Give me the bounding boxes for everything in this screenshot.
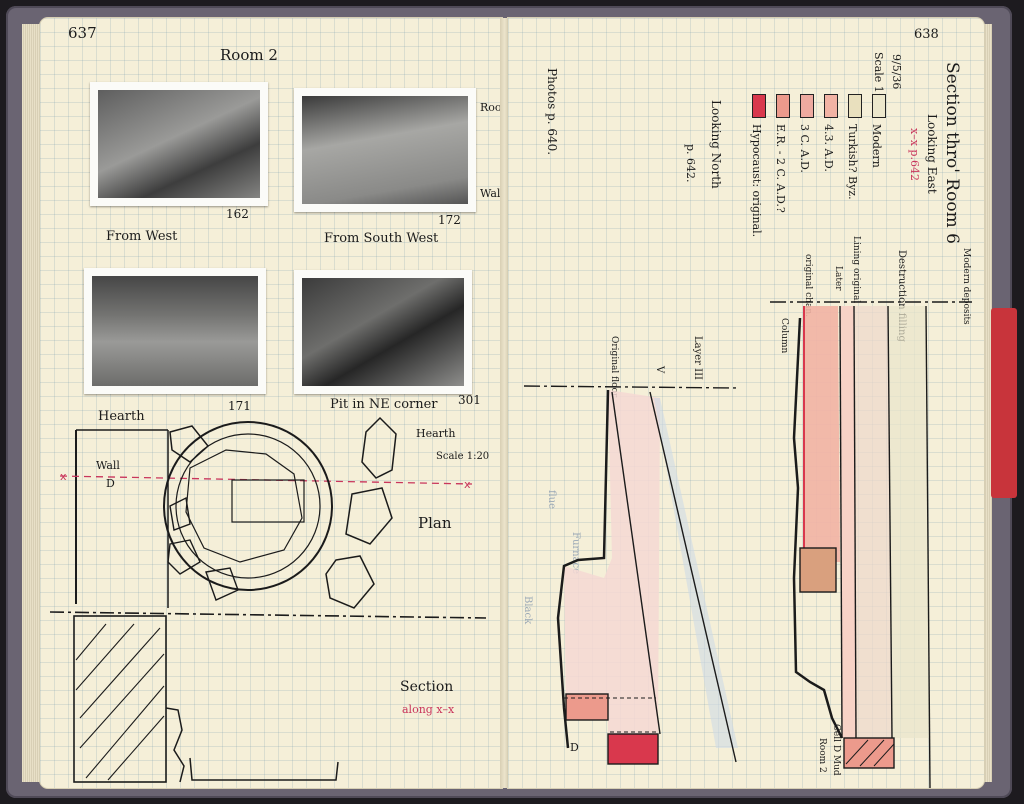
- legend-swatch-4-3-ad: [824, 94, 838, 118]
- right-page-edges: [982, 24, 992, 782]
- photo-from-south-west: [294, 88, 476, 212]
- left-page: 637 Room 2 162 172 171 301 From West Fro…: [40, 18, 512, 788]
- plan-label-hearth: Hearth: [416, 427, 456, 440]
- photo-caption-2: From South West: [324, 231, 439, 246]
- photo-caption-3: Hearth: [98, 409, 145, 424]
- photo-number-1: 162: [226, 207, 249, 221]
- left-page-number: 637: [68, 24, 97, 42]
- svg-text:x: x: [464, 478, 471, 491]
- photo-caption-1: From West: [106, 229, 178, 244]
- photo-from-west: [90, 82, 268, 206]
- legend-swatch-3-c-ad: [800, 94, 814, 118]
- photo-pit-ne-corner: [294, 270, 472, 394]
- book-gutter: [500, 18, 510, 788]
- right-page-number: 638: [914, 27, 939, 42]
- bookmark-ribbon: [991, 308, 1017, 498]
- photo-number-2: 172: [438, 213, 461, 227]
- note-wall: Wall: [480, 187, 504, 200]
- left-page-heading: Room 2: [220, 46, 278, 64]
- photo-number-4: 301: [458, 393, 481, 407]
- section-label: Section: [400, 679, 454, 695]
- photo-number-3: 171: [228, 399, 251, 413]
- note-room: Room: [480, 101, 512, 114]
- section-drawing: [523, 301, 972, 788]
- hearth-plan-drawing: x x: [49, 416, 487, 783]
- section-along-label: along x–x: [402, 703, 455, 716]
- legend-swatch-hypocaust: [752, 94, 766, 118]
- legend-swatch-turkish-byz: [848, 94, 862, 118]
- plan-wall-letter: D: [106, 477, 115, 490]
- svg-text:x: x: [60, 470, 67, 483]
- legend-swatch-er-2c-ad: [776, 94, 790, 118]
- right-page: 638 Section thro' Room 6 Looking East x–…: [508, 18, 984, 788]
- label-wall-d: D: [570, 741, 579, 754]
- photo-caption-4: Pit in NE corner: [330, 397, 438, 412]
- legend-swatch-modern: [872, 94, 886, 118]
- photo-hearth: [84, 268, 266, 394]
- plan-wall-label: Wall: [96, 459, 120, 472]
- plan-label: Plan: [418, 514, 452, 532]
- left-page-edges: [22, 24, 42, 782]
- plan-scale: Scale 1:20: [436, 451, 490, 462]
